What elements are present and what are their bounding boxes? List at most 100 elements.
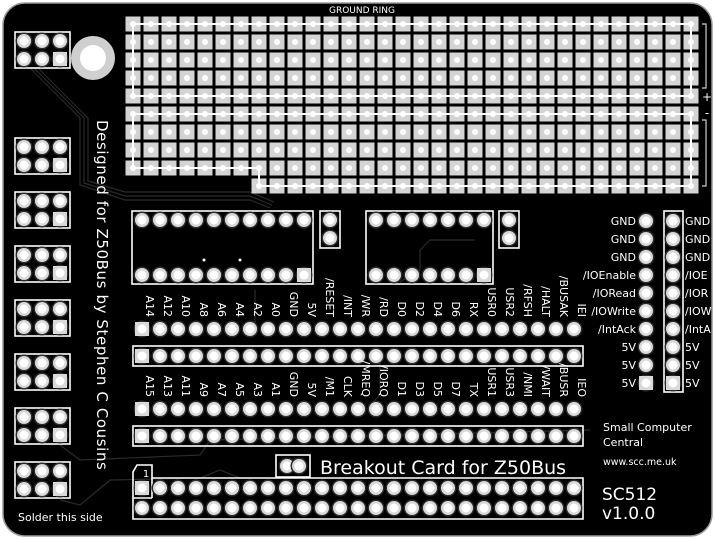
proto-pad (341, 160, 357, 176)
connector-pin (205, 479, 223, 497)
socket-pin (259, 266, 277, 284)
proto-pad (557, 34, 573, 50)
proto-pad (449, 34, 465, 50)
power-header-2x3 (14, 245, 71, 283)
jumper-2pin[interactable] (498, 210, 520, 249)
bus-pin (187, 347, 205, 365)
header-pin (15, 246, 33, 264)
header-pin (15, 426, 33, 444)
connector-pin (511, 479, 529, 497)
connector-pin (169, 499, 187, 517)
bus-pin (421, 320, 439, 338)
bus-signal-label: USR0 (485, 287, 498, 317)
io-pin (664, 212, 682, 230)
header-pin (33, 480, 51, 498)
bus-pin (367, 427, 385, 445)
socket-pin (403, 266, 421, 284)
proto-pad (611, 70, 627, 86)
jumper-pin (290, 457, 308, 475)
proto-pad (629, 160, 645, 176)
proto-pad (233, 70, 249, 86)
bus-signal-label: D4 (431, 302, 444, 317)
ic-socket-14pin (365, 210, 494, 285)
connector-pin (241, 479, 259, 497)
bus-signal-label: D3 (413, 382, 426, 397)
bus-signal-label: RX (467, 302, 480, 318)
bus-signal-label: A9 (197, 382, 210, 397)
bus-signal-label: USR3 (503, 367, 516, 397)
bus-signal-label: /M1 (323, 377, 336, 397)
header-pin (51, 138, 69, 156)
header-pin (15, 156, 33, 174)
io-signal-label: GND (611, 215, 636, 228)
bus-pin (277, 320, 295, 338)
bus-pin (367, 347, 385, 365)
bus-pin (259, 427, 277, 445)
proto-pad (197, 124, 213, 140)
bus-pin (295, 400, 313, 418)
proto-pad (215, 124, 231, 140)
socket-pin (475, 211, 493, 229)
bus-pin (565, 400, 583, 418)
bus-pin (313, 320, 331, 338)
connector-pin (223, 479, 241, 497)
header-pin (51, 408, 69, 426)
bus-pin (187, 427, 205, 445)
io-pin (637, 248, 655, 266)
bus-signal-label: /RESET (323, 278, 336, 317)
socket-pin (295, 266, 313, 284)
proto-pad (539, 124, 555, 140)
proto-pad (521, 160, 537, 176)
proto-pad (557, 70, 573, 86)
bus-pin (313, 347, 331, 365)
header-pin (15, 318, 33, 336)
bus-signal-label: A11 (179, 375, 192, 397)
version: v1.0.0 (602, 504, 655, 524)
proto-pad (629, 52, 645, 68)
ground-ring-label: GROUND RING (329, 6, 395, 16)
bus-pin (241, 400, 259, 418)
bus-pin (529, 347, 547, 365)
proto-pad (377, 124, 393, 140)
proto-pad (647, 70, 663, 86)
row-outline (132, 425, 584, 447)
connector-pin (475, 499, 493, 517)
jumper-2pin[interactable] (319, 210, 341, 249)
bus-pin (457, 320, 475, 338)
io-signal-label: /IORead (593, 287, 636, 300)
header-pin (33, 32, 51, 50)
bus-pin (295, 320, 313, 338)
connector-pin (565, 479, 583, 497)
company-line-1: Small Computer (603, 421, 692, 434)
socket-pin (241, 211, 259, 229)
io-signal-label: /IOW (685, 305, 712, 318)
socket-pin (403, 211, 421, 229)
proto-pad (323, 124, 339, 140)
proto-pad (629, 34, 645, 50)
bus-signal-label: /BUSAK (557, 276, 570, 318)
proto-pad (143, 34, 159, 50)
bus-signal-label: IEI (575, 304, 588, 317)
proto-pad (269, 142, 285, 158)
proto-pad (647, 52, 663, 68)
proto-pad (665, 70, 681, 86)
header-pin (51, 156, 69, 174)
proto-pad (341, 142, 357, 158)
io-pin (637, 230, 655, 248)
header-pin (33, 372, 51, 390)
header-pin (33, 246, 51, 264)
bus-signal-label: /WR (359, 295, 372, 318)
plus-rail-label: + (702, 90, 712, 104)
proto-pad (665, 124, 681, 140)
header-pin (51, 300, 69, 318)
proto-pad (593, 34, 609, 50)
bus-pin (259, 320, 277, 338)
bus-signal-label: A14 (143, 295, 156, 317)
jumper-2pin-title[interactable] (275, 454, 311, 478)
proto-pad (197, 52, 213, 68)
proto-pad (665, 52, 681, 68)
jumper-pin (500, 211, 518, 229)
proto-pad (161, 142, 177, 158)
bus-pin (313, 400, 331, 418)
bus-signal-label: A12 (161, 295, 174, 317)
